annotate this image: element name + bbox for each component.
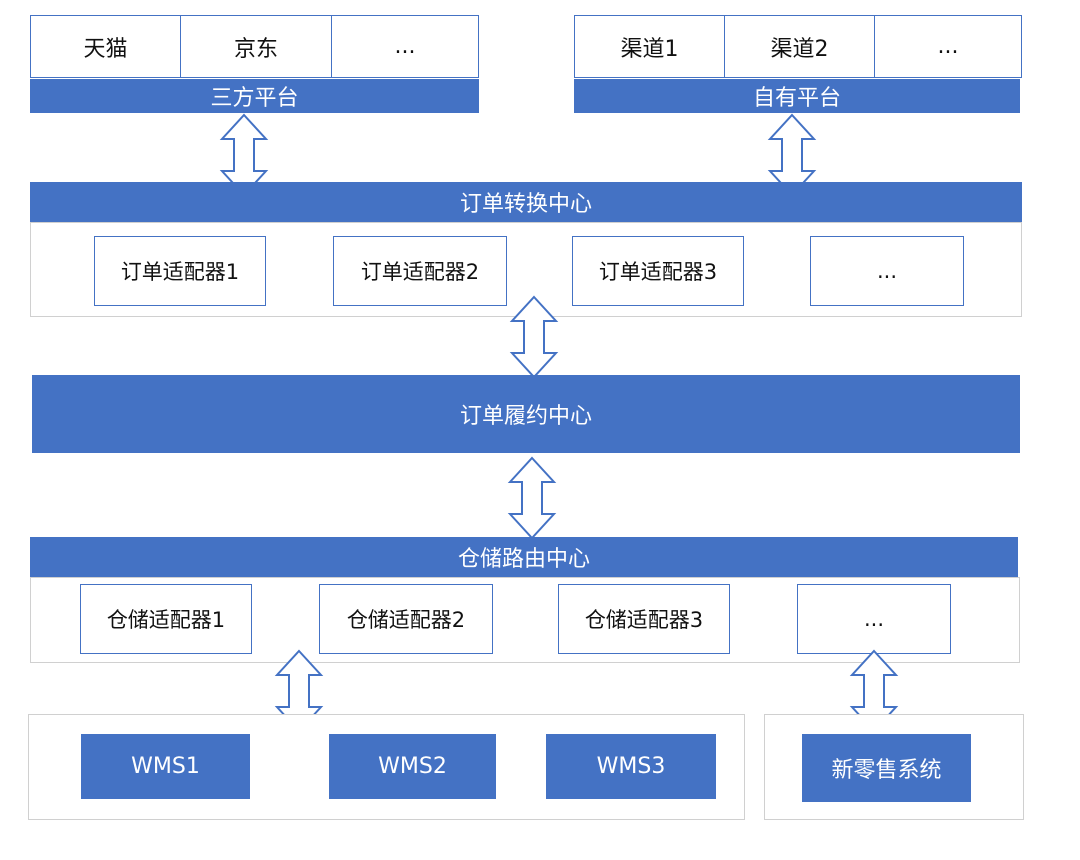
platform-tmall-label: 天猫 <box>83 36 128 62</box>
order-conversion-center-bar: 订单转换中心 <box>30 182 1022 222</box>
third-party-platform-label: 三方平台 <box>210 86 299 111</box>
order-adapter-more: ... <box>810 236 964 306</box>
double-arrow-icon <box>509 295 559 379</box>
warehouse-adapter-2: 仓储适配器2 <box>319 584 493 654</box>
wms-1-label: WMS1 <box>131 754 200 779</box>
double-arrow-icon <box>507 456 557 540</box>
channel-2: 渠道2 <box>724 15 875 78</box>
channel-1: 渠道1 <box>574 15 725 78</box>
order-adapter-more-label: ... <box>876 259 898 283</box>
platform-tmall: 天猫 <box>30 15 181 78</box>
order-adapter-3-label: 订单适配器3 <box>598 260 718 284</box>
order-fulfillment-center-title: 订单履约中心 <box>459 404 592 429</box>
warehouse-adapter-1: 仓储适配器1 <box>80 584 252 654</box>
new-retail-system: 新零售系统 <box>802 734 971 802</box>
third-party-platform-bar: 三方平台 <box>30 79 479 113</box>
warehouse-adapter-1-label: 仓储适配器1 <box>106 608 226 632</box>
own-platform-bar: 自有平台 <box>574 79 1020 113</box>
wms-1: WMS1 <box>81 734 250 799</box>
warehouse-adapter-more-label: ... <box>863 607 885 631</box>
platform-more-label: ... <box>394 34 416 59</box>
order-adapter-3: 订单适配器3 <box>572 236 744 306</box>
warehouse-adapter-2-label: 仓储适配器2 <box>346 608 466 632</box>
wms-2: WMS2 <box>329 734 496 799</box>
channel-more: ... <box>874 15 1022 78</box>
platform-jd: 京东 <box>180 15 332 78</box>
channel-2-label: 渠道2 <box>770 36 829 62</box>
platform-jd-label: 京东 <box>233 36 278 62</box>
warehouse-routing-center-title: 仓储路由中心 <box>457 547 590 572</box>
warehouse-adapter-more: ... <box>797 584 951 654</box>
order-adapter-2-label: 订单适配器2 <box>360 260 480 284</box>
order-conversion-center-title: 订单转换中心 <box>459 192 592 217</box>
channel-1-label: 渠道1 <box>620 36 679 62</box>
platform-more: ... <box>331 15 479 78</box>
channel-more-label: ... <box>937 34 959 59</box>
order-fulfillment-center: 订单履约中心 <box>32 375 1020 453</box>
order-adapter-1: 订单适配器1 <box>94 236 266 306</box>
warehouse-adapter-3: 仓储适配器3 <box>558 584 730 654</box>
warehouse-routing-center-bar: 仓储路由中心 <box>30 537 1018 577</box>
wms-3-label: WMS3 <box>596 754 666 779</box>
new-retail-system-label: 新零售系统 <box>831 758 942 783</box>
order-adapter-2: 订单适配器2 <box>333 236 507 306</box>
wms-3: WMS3 <box>546 734 716 799</box>
order-adapter-1-label: 订单适配器1 <box>120 260 240 284</box>
wms-2-label: WMS2 <box>378 754 447 779</box>
own-platform-label: 自有平台 <box>752 86 841 111</box>
warehouse-adapter-3-label: 仓储适配器3 <box>584 608 704 632</box>
